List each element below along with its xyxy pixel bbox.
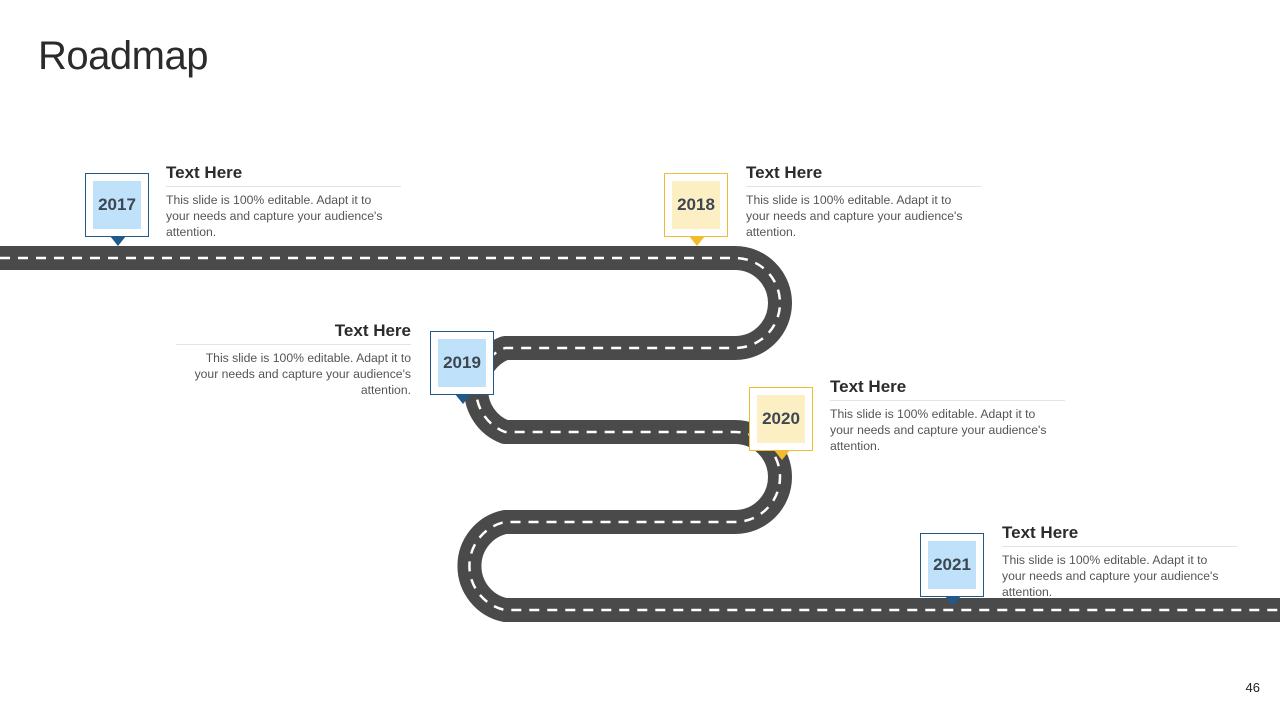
year-label: 2017: [93, 181, 141, 229]
year-label: 2018: [672, 181, 720, 229]
milestone-heading: Text Here: [176, 321, 411, 345]
milestone-text-2018: Text Here This slide is 100% editable. A…: [746, 163, 981, 240]
year-label: 2020: [757, 395, 805, 443]
year-label: 2021: [928, 541, 976, 589]
year-label: 2019: [438, 339, 486, 387]
milestone-description: This slide is 100% editable. Adapt it to…: [746, 193, 963, 239]
page-number: 46: [1245, 680, 1260, 695]
milestone-text-2021: Text Here This slide is 100% editable. A…: [1002, 523, 1237, 600]
milestone-description: This slide is 100% editable. Adapt it to…: [194, 351, 411, 397]
marker-pointer: [945, 596, 961, 606]
milestone-description: This slide is 100% editable. Adapt it to…: [830, 407, 1047, 453]
milestone-heading: Text Here: [746, 163, 981, 187]
marker-pointer: [110, 236, 126, 246]
milestone-marker-2021: 2021: [920, 533, 984, 606]
marker-pointer: [689, 236, 705, 246]
milestone-description: This slide is 100% editable. Adapt it to…: [166, 193, 383, 239]
milestone-marker-2018: 2018: [664, 173, 728, 246]
milestone-text-2019: Text Here This slide is 100% editable. A…: [176, 321, 411, 398]
marker-pointer: [455, 394, 471, 404]
marker-pointer: [774, 450, 790, 460]
road-lane-markings: [0, 256, 1280, 612]
milestone-heading: Text Here: [1002, 523, 1237, 547]
milestone-marker-2017: 2017: [85, 173, 149, 246]
milestone-heading: Text Here: [166, 163, 401, 187]
milestone-text-2020: Text Here This slide is 100% editable. A…: [830, 377, 1065, 454]
milestone-marker-2020: 2020: [749, 387, 813, 460]
slide-title: Roadmap: [38, 34, 208, 78]
milestone-heading: Text Here: [830, 377, 1065, 401]
milestone-marker-2019: 2019: [430, 331, 494, 404]
milestone-description: This slide is 100% editable. Adapt it to…: [1002, 553, 1219, 599]
milestone-text-2017: Text Here This slide is 100% editable. A…: [166, 163, 401, 240]
